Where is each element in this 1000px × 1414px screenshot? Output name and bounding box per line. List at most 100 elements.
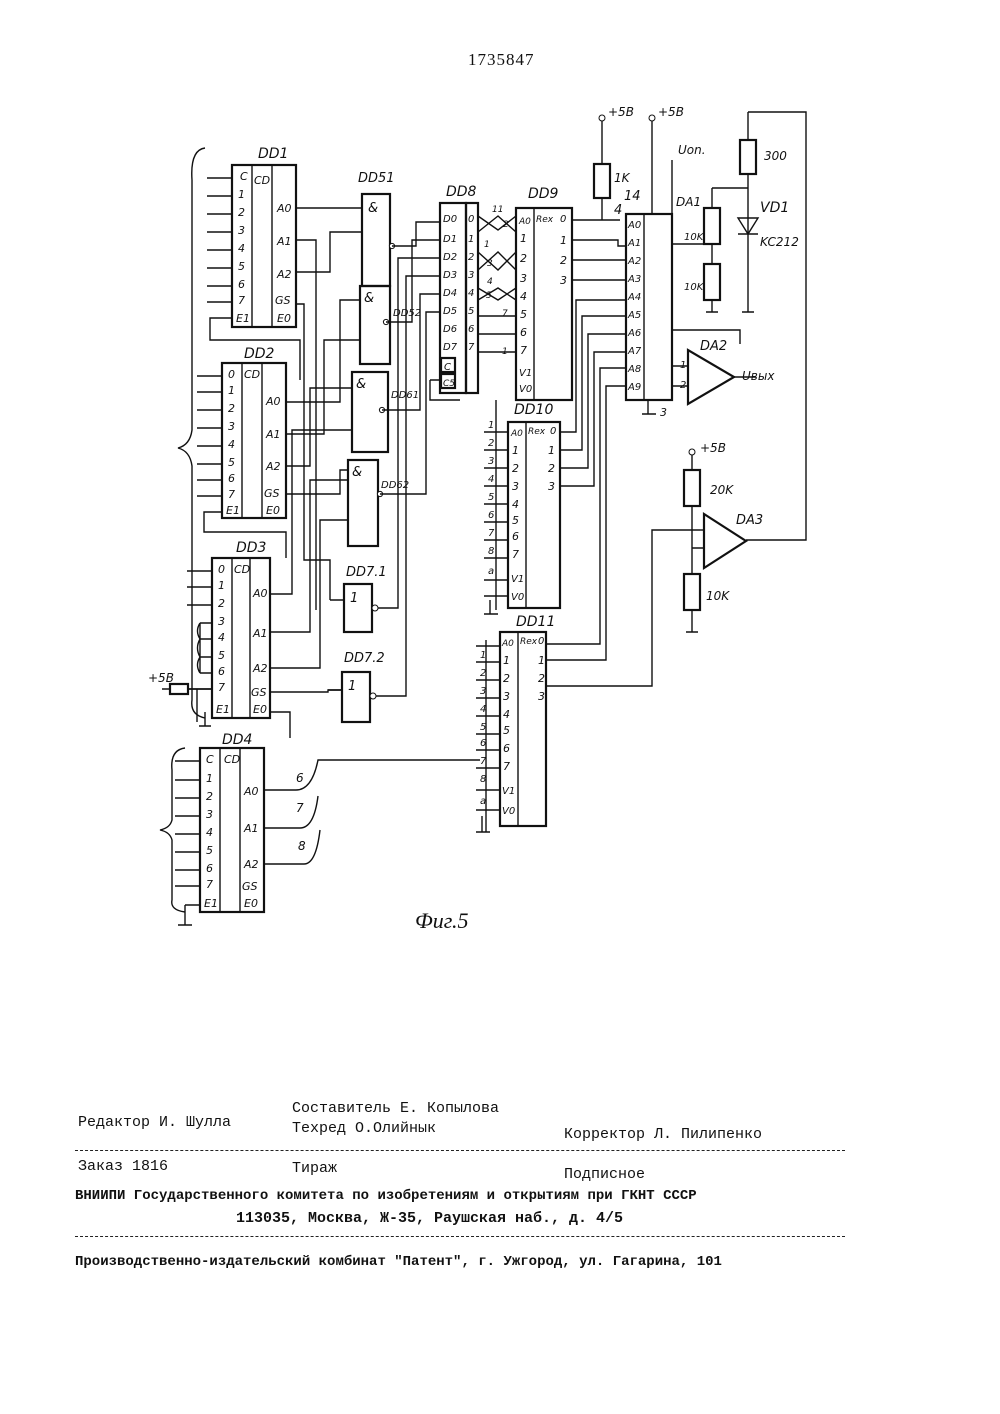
svg-text:10K: 10K bbox=[684, 232, 705, 243]
svg-text:6: 6 bbox=[520, 326, 527, 339]
svg-text:DD51: DD51 bbox=[358, 171, 395, 186]
imprint-order: Заказ 1816 bbox=[78, 1158, 168, 1175]
svg-text:11: 11 bbox=[492, 205, 503, 215]
svg-text:5: 5 bbox=[520, 308, 527, 321]
svg-text:4: 4 bbox=[480, 704, 486, 715]
inverter-dd72: DD7.2 1 bbox=[328, 276, 440, 722]
svg-text:6: 6 bbox=[218, 665, 225, 678]
svg-text:1: 1 bbox=[520, 232, 527, 245]
imprint-rule-1 bbox=[75, 1150, 845, 1151]
svg-text:A1: A1 bbox=[627, 238, 641, 249]
svg-text:A1: A1 bbox=[265, 428, 281, 441]
svg-text:6: 6 bbox=[468, 324, 474, 335]
svg-text:8: 8 bbox=[480, 774, 486, 785]
svg-text:E0: E0 bbox=[266, 504, 280, 517]
svg-text:A1: A1 bbox=[243, 822, 259, 835]
svg-text:3: 3 bbox=[538, 690, 545, 703]
svg-text:1: 1 bbox=[238, 188, 245, 201]
svg-text:A5: A5 bbox=[627, 310, 641, 321]
svg-text:CD: CD bbox=[244, 368, 260, 381]
figure-caption: Фиг.5 bbox=[415, 908, 469, 934]
svg-text:5: 5 bbox=[512, 514, 519, 527]
svg-text:A0: A0 bbox=[627, 220, 641, 231]
svg-text:3: 3 bbox=[238, 224, 245, 237]
svg-text:+5B: +5B bbox=[658, 105, 684, 119]
svg-text:DD7.1: DD7.1 bbox=[346, 565, 387, 580]
chip-dd3: DD3 0 CD 1 2 3 4 5 6 7 E1 A0 A1 A2 GS E0 bbox=[187, 540, 270, 718]
svg-text:V1: V1 bbox=[519, 368, 532, 379]
svg-text:7: 7 bbox=[488, 528, 495, 539]
svg-text:5: 5 bbox=[218, 649, 225, 662]
svg-text:1: 1 bbox=[228, 384, 235, 397]
svg-text:3: 3 bbox=[218, 615, 225, 628]
svg-text:DD62: DD62 bbox=[381, 480, 409, 491]
svg-text:D2: D2 bbox=[443, 252, 457, 263]
svg-text:6: 6 bbox=[503, 742, 510, 755]
svg-text:1: 1 bbox=[538, 654, 545, 667]
svg-text:a: a bbox=[488, 566, 494, 577]
svg-text:1: 1 bbox=[502, 347, 508, 357]
svg-text:Uon.: Uon. bbox=[678, 143, 706, 157]
svg-text:3: 3 bbox=[512, 480, 519, 493]
svg-text:2: 2 bbox=[520, 252, 527, 265]
svg-text:DD8: DD8 bbox=[446, 184, 477, 200]
svg-text:1: 1 bbox=[488, 420, 494, 431]
svg-text:DD4: DD4 bbox=[222, 732, 252, 748]
svg-text:7: 7 bbox=[480, 756, 487, 767]
svg-text:V0: V0 bbox=[502, 806, 515, 817]
svg-text:7: 7 bbox=[502, 309, 508, 319]
svg-text:0: 0 bbox=[560, 214, 566, 225]
svg-text:Rex: Rex bbox=[536, 215, 554, 225]
circuit-schematic: DD1 C CD 1 2 3 4 5 6 7 E1 A0 A1 A2 GS E0… bbox=[0, 0, 1000, 960]
svg-text:&: & bbox=[356, 377, 366, 392]
svg-text:0: 0 bbox=[468, 214, 474, 225]
svg-text:GS: GS bbox=[264, 487, 280, 500]
svg-text:A1: A1 bbox=[276, 235, 292, 248]
svg-text:1: 1 bbox=[350, 591, 358, 606]
svg-text:4: 4 bbox=[512, 498, 519, 511]
svg-text:VD1: VD1 bbox=[760, 200, 789, 216]
svg-text:A0: A0 bbox=[252, 587, 268, 600]
svg-text:7: 7 bbox=[296, 801, 304, 815]
svg-text:2: 2 bbox=[218, 597, 225, 610]
chip-dd4: DD4 C CD 1 2 3 4 5 6 7 E1 A0 A1 A2 GS E0… bbox=[175, 732, 480, 925]
svg-text:DD61: DD61 bbox=[391, 390, 419, 401]
svg-text:5: 5 bbox=[480, 722, 486, 733]
imprint-corrector: Корректор Л. Пилипенко bbox=[564, 1126, 762, 1143]
svg-text:E1: E1 bbox=[236, 312, 250, 325]
svg-text:GS: GS bbox=[251, 686, 267, 699]
svg-text:E1: E1 bbox=[226, 504, 240, 517]
svg-text:C5: C5 bbox=[443, 379, 455, 389]
svg-text:Uвых: Uвых bbox=[742, 369, 775, 383]
svg-text:C: C bbox=[444, 362, 451, 373]
svg-text:A0: A0 bbox=[243, 785, 259, 798]
svg-text:4: 4 bbox=[468, 288, 474, 299]
svg-text:2: 2 bbox=[480, 668, 486, 679]
imprint-printer: Производственно-издательский комбинат "П… bbox=[75, 1254, 722, 1270]
svg-text:0: 0 bbox=[550, 426, 556, 437]
svg-text:10K: 10K bbox=[706, 589, 730, 603]
svg-text:4: 4 bbox=[614, 203, 622, 218]
svg-text:A4: A4 bbox=[627, 292, 641, 303]
svg-text:1: 1 bbox=[218, 579, 225, 592]
svg-text:1: 1 bbox=[512, 444, 519, 457]
svg-text:3: 3 bbox=[487, 259, 493, 269]
svg-text:A2: A2 bbox=[252, 662, 268, 675]
svg-text:A0: A0 bbox=[276, 202, 292, 215]
svg-text:6: 6 bbox=[228, 472, 235, 485]
svg-text:DD9: DD9 bbox=[528, 186, 559, 202]
svg-text:1: 1 bbox=[548, 444, 555, 457]
svg-text:4: 4 bbox=[206, 826, 213, 839]
svg-text:&: & bbox=[352, 465, 362, 480]
svg-text:Rex: Rex bbox=[528, 427, 546, 437]
svg-text:C: C bbox=[240, 170, 248, 183]
svg-text:1: 1 bbox=[560, 234, 567, 247]
svg-text:A0: A0 bbox=[265, 395, 281, 408]
svg-text:10K: 10K bbox=[684, 282, 705, 293]
svg-text:1: 1 bbox=[484, 240, 490, 250]
crossover-dd8-dd9: 11 2 1 3 4 5 7 1 bbox=[478, 205, 516, 357]
svg-text:300: 300 bbox=[764, 149, 787, 163]
chip-dd1: DD1 C CD 1 2 3 4 5 6 7 E1 A0 A1 A2 GS E0 bbox=[207, 146, 296, 327]
svg-text:7: 7 bbox=[206, 878, 213, 891]
svg-text:1K: 1K bbox=[614, 171, 631, 185]
